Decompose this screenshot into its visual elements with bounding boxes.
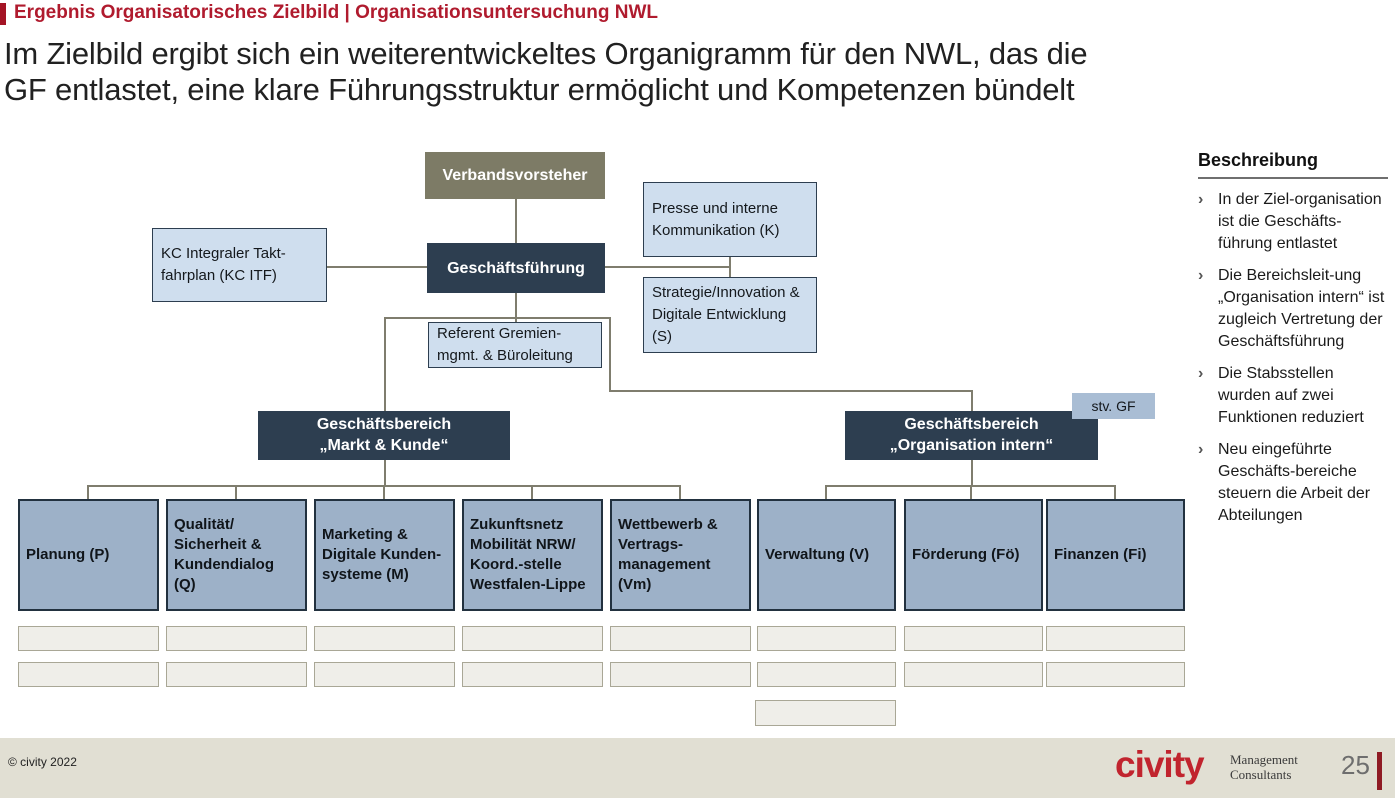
- description-bullet: › Die Stabsstellen wurden auf zwei Funkti…: [1198, 363, 1388, 429]
- org-node-department: Zukunftsnetz Mobilität NRW/ Koord.-stell…: [462, 499, 603, 611]
- org-connector-line: [384, 459, 386, 486]
- org-placeholder-box: [314, 662, 455, 687]
- slide-kicker: Ergebnis Organisatorisches Zielbild | Or…: [14, 2, 659, 23]
- org-node-department: Qualität/ Sicherheit & Kundendialog (Q): [166, 499, 307, 611]
- org-placeholder-box: [755, 700, 896, 726]
- org-connector-line: [235, 485, 237, 499]
- description-bullet-text: Die Bereichsleit-ung „Organisation inter…: [1218, 267, 1385, 350]
- org-connector-line: [971, 459, 973, 486]
- org-connector-line: [384, 317, 386, 411]
- civity-logo-subtitle: Management Consultants: [1230, 752, 1298, 782]
- gb-markt-line1: Geschäftsbereich: [316, 416, 452, 433]
- org-node-kc-itf: KC Integraler Takt-fahrplan (KC ITF): [152, 228, 327, 302]
- org-placeholder-box: [610, 626, 751, 651]
- chevron-bullet-icon: ›: [1198, 441, 1204, 458]
- civity-logo-subtitle-line2: Consultants: [1230, 767, 1292, 782]
- org-node-department: Wettbewerb & Vertrags-management (Vm): [610, 499, 751, 611]
- org-connector-line: [1114, 485, 1116, 499]
- org-connector-line: [729, 257, 731, 278]
- page-number: 25: [1341, 750, 1370, 780]
- footer-bar: © civity 2022 civity Management Consulta…: [0, 738, 1395, 798]
- slide-title: Im Zielbild ergibt sich ein weiterentwic…: [4, 36, 1344, 108]
- description-panel: Beschreibung › In der Ziel-organisation i…: [1198, 150, 1388, 527]
- org-placeholder-box: [757, 662, 896, 687]
- org-connector-line: [609, 317, 611, 392]
- gb-org-line1: Geschäftsbereich: [904, 416, 1039, 433]
- org-placeholder-box: [1046, 662, 1185, 687]
- org-node-department: Verwaltung (V): [757, 499, 896, 611]
- org-connector-line: [384, 317, 611, 319]
- org-connector-line: [825, 485, 827, 499]
- slide-title-line2: GF entlastet, eine klare Führungsstruktu…: [4, 72, 1075, 107]
- civity-logo-subtitle-line1: Management: [1230, 752, 1298, 767]
- gb-org-line2: „Organisation intern“: [889, 437, 1054, 454]
- org-node-department: Finanzen (Fi): [1046, 499, 1185, 611]
- org-node-department: Marketing & Digitale Kunden-systeme (M): [314, 499, 455, 611]
- description-bullet-text: Neu eingeführte Geschäfts-bereiche steue…: [1218, 441, 1371, 524]
- org-connector-line: [679, 485, 681, 499]
- copyright-text: © civity 2022: [8, 755, 77, 769]
- org-connector-line: [971, 390, 973, 411]
- org-node-department: Planung (P): [18, 499, 159, 611]
- org-node-department: Förderung (Fö): [904, 499, 1043, 611]
- org-placeholder-box: [166, 662, 307, 687]
- description-bullet-text: In der Ziel-organisation ist die Geschäf…: [1218, 191, 1382, 252]
- chevron-bullet-icon: ›: [1198, 365, 1204, 382]
- org-placeholder-box: [462, 626, 603, 651]
- civity-logo: civity: [1115, 744, 1205, 785]
- org-connector-line: [515, 293, 517, 322]
- description-title: Beschreibung: [1198, 150, 1388, 179]
- org-placeholder-box: [610, 662, 751, 687]
- org-connector-line: [531, 485, 533, 499]
- description-bullet: › In der Ziel-organisation ist die Geschä…: [1198, 189, 1388, 255]
- org-placeholder-box: [1046, 626, 1185, 651]
- description-bullet-list: › In der Ziel-organisation ist die Geschä…: [1198, 189, 1388, 527]
- header-accent-bar: [0, 3, 6, 25]
- org-node-stv-gf: stv. GF: [1072, 393, 1155, 419]
- chevron-bullet-icon: ›: [1198, 191, 1204, 208]
- description-bullet: › Die Bereichsleit-ung „Organisation inte…: [1198, 265, 1388, 353]
- org-connector-line: [327, 266, 427, 268]
- org-placeholder-box: [314, 626, 455, 651]
- org-placeholder-box: [757, 626, 896, 651]
- org-node-verbandsvorsteher: Verbandsvorsteher: [425, 152, 605, 199]
- org-connector-line: [605, 266, 730, 268]
- org-node-gb-organisation-intern: Geschäftsbereich „Organisation intern“: [845, 411, 1098, 460]
- org-node-referent: Referent Gremien-mgmt. & Büroleitung: [428, 322, 602, 368]
- org-placeholder-box: [18, 662, 159, 687]
- org-placeholder-box: [166, 626, 307, 651]
- gb-markt-line2: „Markt & Kunde“: [319, 437, 449, 454]
- description-bullet: › Neu eingeführte Geschäfts-bereiche steu…: [1198, 439, 1388, 527]
- org-connector-line: [383, 485, 385, 499]
- org-node-presse: Presse und interne Kommunikation (K): [643, 182, 817, 257]
- org-connector-line: [87, 485, 89, 499]
- org-connector-line: [609, 390, 972, 392]
- chevron-bullet-icon: ›: [1198, 267, 1204, 284]
- org-node-gb-markt-kunde: Geschäftsbereich „Markt & Kunde“: [258, 411, 510, 460]
- org-node-strategie: Strategie/Innovation & Digitale Entwickl…: [643, 277, 817, 353]
- org-placeholder-box: [904, 626, 1043, 651]
- org-node-geschaeftsfuehrung: Geschäftsführung: [427, 243, 605, 293]
- page-number-accent-bar: [1377, 752, 1382, 790]
- org-placeholder-box: [18, 626, 159, 651]
- slide-title-line1: Im Zielbild ergibt sich ein weiterentwic…: [4, 36, 1088, 71]
- org-connector-line: [970, 485, 972, 499]
- org-connector-line: [515, 199, 517, 243]
- org-placeholder-box: [462, 662, 603, 687]
- description-bullet-text: Die Stabsstellen wurden auf zwei Funktio…: [1218, 365, 1364, 426]
- org-placeholder-box: [904, 662, 1043, 687]
